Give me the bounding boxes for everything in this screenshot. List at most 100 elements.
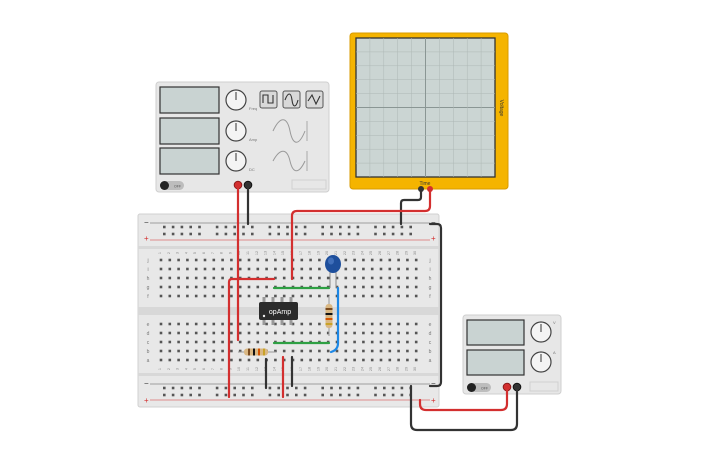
breadboard-hole [221,331,224,335]
breadboard-hole [379,258,383,262]
breadboard-hole [291,349,295,353]
dc-power-supply[interactable]: V A OFF [462,314,562,395]
breadboard-hole [159,349,163,353]
breadboard-hole [168,340,172,344]
column-label: 10 [237,367,241,371]
breadboard-hole [230,267,233,271]
column-label: 24 [360,367,364,371]
breadboard-hole [168,267,172,271]
column-label: 25 [369,251,373,255]
column-label: 30 [413,251,417,255]
resistor-vertical[interactable] [325,296,333,336]
breadboard-hole [212,358,216,362]
breadboard-hole [177,358,180,362]
breadboard-hole [335,358,339,362]
rail-hole [233,393,236,397]
breadboard-hole [406,331,409,335]
breadboard-hole [168,358,172,362]
breadboard-hole [388,349,392,353]
breadboard-hole [230,285,233,289]
oscilloscope[interactable]: Time Voltage [349,32,509,192]
breadboard-hole [362,267,365,271]
breadboard-hole [212,267,216,271]
breadboard-hole [282,267,286,271]
column-label: 17 [299,251,303,255]
column-label: 5 [193,368,197,370]
black-wire[interactable] [428,222,443,388]
breadboard-hole [379,322,383,326]
breadboard-hole [194,331,198,335]
breadboard-hole [212,285,216,289]
breadboard-hole [168,276,172,280]
black-wire[interactable] [409,384,519,432]
breadboard-hole [186,358,189,362]
breadboard-hole [379,349,383,353]
row-label: a [429,358,432,364]
breadboard-hole [212,322,216,326]
sine-diagram-icon [272,119,306,143]
breadboard-hole [309,294,312,298]
rail-hole [277,225,280,229]
rail-hole [189,393,192,397]
breadboard-hole [344,322,348,326]
opamp-pin [280,319,284,325]
breadboard-hole [203,349,207,353]
breadboard-hole [221,267,224,271]
breadboard-hole [212,294,216,298]
rail-hole [215,225,219,229]
breadboard-hole [203,294,207,298]
rail-hole [189,386,192,390]
rail-hole [224,225,228,229]
breadboard-hole [397,331,400,335]
breadboard-hole [309,331,312,335]
breadboard-hole [414,340,418,344]
rail-hole [286,232,289,236]
ceramic-capacitor[interactable] [325,255,341,288]
opamp-pin [262,319,266,325]
breadboard-hole [397,258,400,262]
red-wire[interactable] [290,187,432,281]
red-wire[interactable] [418,385,509,412]
black-wire[interactable] [399,187,423,226]
breadboard-hole [203,340,207,344]
rail-hole [347,393,351,397]
breadboard-hole [353,331,356,335]
breadboard-hole [309,276,312,280]
breadboard-hole [256,322,260,326]
rail-hole [242,386,245,390]
column-label: 11 [246,251,250,255]
blue-wire[interactable] [329,286,340,354]
row-label: e [429,322,432,328]
breadboard-hole [177,340,180,344]
breadboard-hole [300,358,304,362]
breadboard-hole [168,331,172,335]
rail-hole [347,386,351,390]
function-generator[interactable]: Freq Amp DC OFF [155,81,330,193]
rail-hole [295,393,298,397]
resistor-horizontal[interactable] [238,348,276,356]
row-label: b [429,349,432,355]
breadboard-hole [221,294,224,298]
breadboard-hole [221,285,224,289]
breadboard-hole [238,258,242,262]
rail-hole [339,225,342,229]
opamp-chip[interactable]: opAmp [259,297,298,325]
breadboard-hole [203,322,207,326]
red-wire[interactable] [227,277,276,399]
breadboard-hole [406,276,409,280]
rail-hole [286,225,289,229]
column-label: 19 [316,367,320,371]
breadboard-hole [256,285,260,289]
breadboard-hole [212,276,216,280]
breadboard-hole [247,294,251,298]
rail-hole [180,386,184,390]
rail-hole [321,232,324,236]
breadboard-hole [388,285,392,289]
rail-hole [198,232,201,236]
breadboard-hole [353,358,356,362]
breadboard-hole [177,258,180,262]
column-label: 26 [378,367,382,371]
breadboard-hole [309,258,312,262]
rail-hole [215,393,219,397]
